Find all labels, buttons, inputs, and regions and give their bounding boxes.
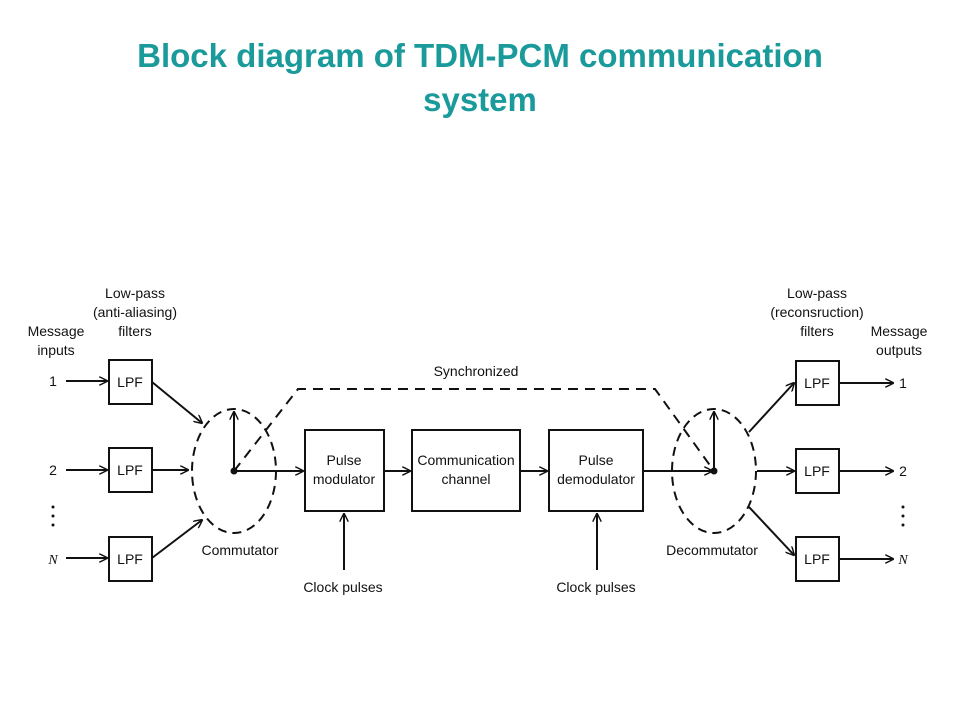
lpf-left-n-label: LPF xyxy=(117,551,143,567)
message-inputs-label-1: Message xyxy=(28,323,85,339)
lowpass-left-label-1: Low-pass xyxy=(105,285,165,301)
input-ellipsis-dot xyxy=(51,523,55,527)
lpf-1-to-commutator-arrow xyxy=(151,381,202,423)
decommutator-to-lpf-n-arrow xyxy=(748,506,794,555)
lowpass-right-label-1: Low-pass xyxy=(787,285,847,301)
input-n-label: N xyxy=(47,553,58,568)
lowpass-left-label-3: filters xyxy=(118,323,151,339)
message-outputs-label-2: outputs xyxy=(876,342,922,358)
lowpass-left-label-2: (anti-aliasing) xyxy=(93,304,177,320)
decommutator-label: Decommutator xyxy=(666,542,758,558)
decommutator-circle xyxy=(671,408,757,534)
lpf-n-to-commutator-arrow xyxy=(151,520,202,559)
pulse-demodulator-label-1: Pulse xyxy=(578,452,613,468)
input-ellipsis-dot xyxy=(51,514,55,518)
lpf-right-1-label: LPF xyxy=(804,375,830,391)
input-2-label: 2 xyxy=(49,462,57,478)
input-ellipsis-dot xyxy=(51,505,55,509)
clock-pulses-left-label: Clock pulses xyxy=(303,579,382,595)
input-1-label: 1 xyxy=(49,373,57,389)
lpf-right-n-label: LPF xyxy=(804,551,830,567)
output-n-label: N xyxy=(897,553,908,568)
output-ellipsis-dot xyxy=(901,514,905,518)
output-2-label: 2 xyxy=(899,463,907,479)
output-ellipsis-dot xyxy=(901,523,905,527)
commutator-label: Commutator xyxy=(201,542,278,558)
output-1-label: 1 xyxy=(899,375,907,391)
decommutator-pivot xyxy=(710,467,718,475)
synchronized-link xyxy=(233,388,715,472)
lpf-right-2-label: LPF xyxy=(804,463,830,479)
message-inputs-label-2: inputs xyxy=(37,342,74,358)
title-line-2: system xyxy=(423,81,537,118)
diagram-title: Block diagram of TDM-PCM communication s… xyxy=(0,34,960,122)
title-line-1: Block diagram of TDM-PCM communication xyxy=(137,37,823,74)
clock-pulses-right-label: Clock pulses xyxy=(556,579,635,595)
communication-channel-label-2: channel xyxy=(441,471,490,487)
message-outputs-label-1: Message xyxy=(871,323,928,339)
lowpass-right-label-3: filters xyxy=(800,323,833,339)
pulse-modulator-label-2: modulator xyxy=(313,471,376,487)
lpf-left-n-box xyxy=(108,536,153,582)
lpf-left-2-label: LPF xyxy=(117,462,143,478)
decommutator-to-lpf-1-arrow xyxy=(748,383,794,433)
pulse-demodulator-label-2: demodulator xyxy=(557,471,635,487)
commutator-pivot xyxy=(230,467,238,475)
pulse-modulator-label-1: Pulse xyxy=(326,452,361,468)
synchronized-label: Synchronized xyxy=(434,363,519,379)
output-ellipsis-dot xyxy=(901,505,905,509)
communication-channel-label-1: Communication xyxy=(417,452,514,468)
lpf-left-1-label: LPF xyxy=(117,374,143,390)
lowpass-right-label-2: (reconsruction) xyxy=(770,304,863,320)
